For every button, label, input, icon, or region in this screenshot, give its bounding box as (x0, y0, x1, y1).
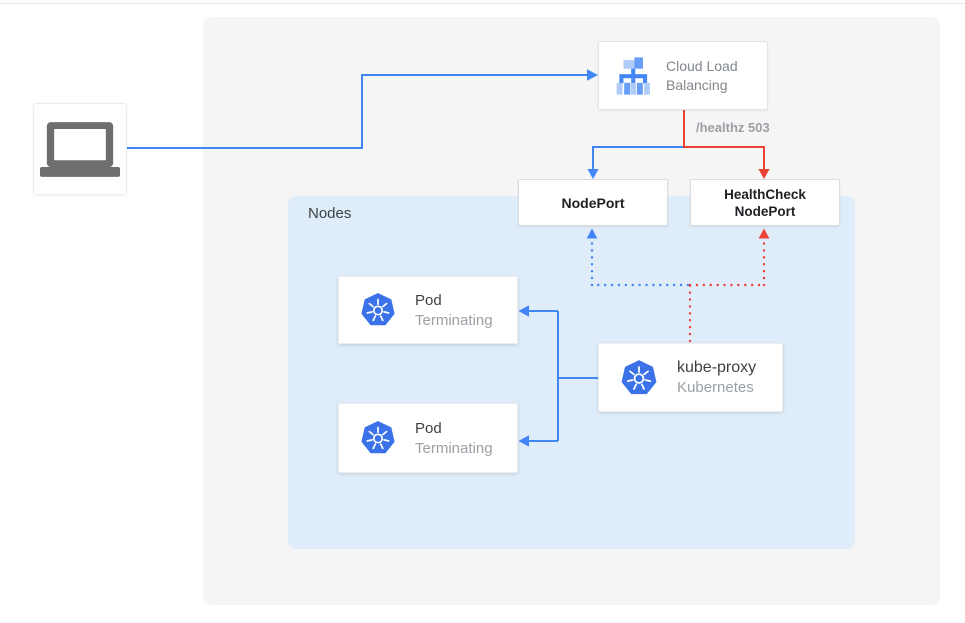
pod-title: Pod (415, 291, 442, 309)
kube-proxy-title: kube-proxy (677, 359, 757, 376)
pod-status: Terminating (415, 311, 493, 329)
clb-label: Cloud Load Balancing (666, 57, 738, 93)
pod-node-1: Pod Terminating (338, 276, 518, 344)
kube-proxy-node: kube-proxy Kubernetes (598, 343, 783, 412)
kubernetes-icon (361, 293, 395, 326)
client-laptop-node (33, 103, 127, 195)
nodeport-node: NodePort (518, 179, 668, 226)
kubernetes-icon (621, 359, 657, 394)
top-divider (0, 3, 965, 4)
pod-node-2: Pod Terminating (338, 403, 518, 473)
healthz-status-label: /healthz 503 (696, 120, 770, 135)
nodeport-label: NodePort (561, 194, 625, 211)
cloud-load-balancing-node: Cloud Load Balancing (598, 41, 768, 110)
load-balancer-icon (616, 56, 650, 95)
pod-status: Terminating (415, 439, 493, 457)
laptop-icon (40, 121, 120, 177)
pod-title: Pod (415, 419, 442, 437)
healthcheck-nodeport-label: HealthCheck NodePort (724, 186, 806, 219)
kubernetes-icon (361, 421, 395, 454)
nodes-label: Nodes (308, 205, 352, 222)
healthcheck-nodeport-node: HealthCheck NodePort (690, 179, 840, 226)
kube-proxy-subtitle: Kubernetes (677, 379, 754, 396)
